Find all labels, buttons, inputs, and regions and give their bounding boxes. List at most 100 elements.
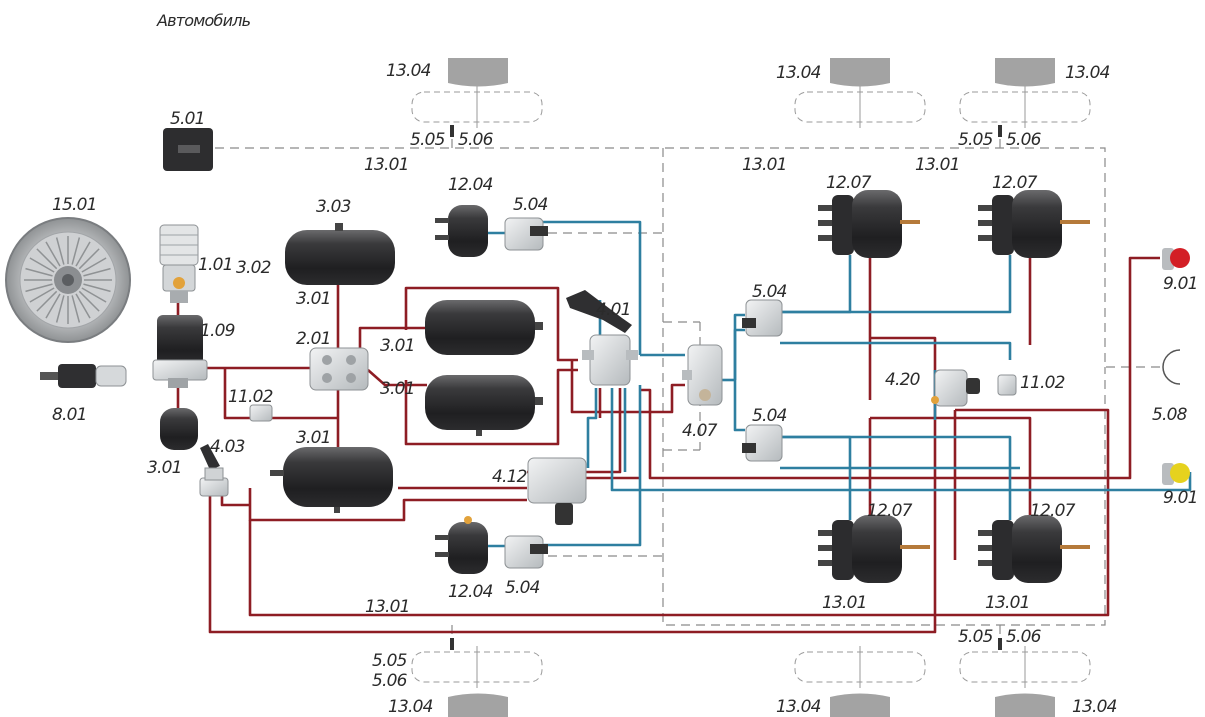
receiver-top — [285, 223, 395, 285]
trailer-socket — [1162, 349, 1181, 385]
diagram-title: Автомобиль — [156, 11, 251, 30]
modulator-front-bottom-label: 5.04 — [505, 578, 540, 598]
cable-center-top-label: 13.01 — [364, 155, 409, 175]
clutch-spoke — [45, 293, 61, 319]
pad-rear-bottom-right-label: 13.04 — [1072, 697, 1117, 717]
relief-left-label: 11.02 — [228, 387, 273, 407]
socket-label: 5.08 — [1152, 405, 1188, 425]
spring-chamber-rear-bottom-right — [978, 515, 1090, 583]
clutch-assembly — [5, 217, 131, 343]
relief-right-label: 11.02 — [1020, 373, 1065, 393]
clutch-spoke — [25, 267, 53, 277]
booster-label: 8.01 — [52, 405, 87, 425]
coupling-head-red — [1162, 248, 1190, 270]
brake-pad-front-top — [448, 58, 508, 87]
clutch-spoke — [75, 241, 91, 267]
compressor — [159, 224, 199, 303]
sensor-b-top-front-label: 5.06 — [458, 130, 494, 150]
cable-rear-bottom-right-label: 13.01 — [985, 593, 1030, 613]
sensor-a-bottom-front-label: 5.05 — [372, 651, 407, 671]
spring-chamber-4-label: 12.07 — [1030, 501, 1076, 521]
abs-modulator-rear-top — [742, 299, 783, 337]
spring-chamber-rear-bottom-left — [818, 515, 930, 583]
sensor-b-bottom-front-label: 5.06 — [372, 671, 408, 691]
brake-valve-label: 4.01 — [596, 300, 631, 320]
compressor-label: 1.01 — [198, 255, 233, 275]
modulator-front-top-label: 5.04 — [513, 195, 548, 215]
protection-valve-label: 2.01 — [296, 329, 331, 349]
pad-front-top-label: 13.04 — [386, 61, 431, 81]
brake-chamber-front-top — [435, 205, 488, 257]
ecu-module — [163, 128, 213, 171]
foot-brake-valve — [566, 290, 638, 386]
modulator-rear-bottom-label: 5.04 — [752, 406, 787, 426]
abs-modulator-front-bottom — [504, 535, 548, 569]
spring-chamber-1-label: 12.07 — [826, 173, 872, 193]
ecu-label: 5.01 — [170, 109, 205, 129]
spring-chamber-rear-top-right — [978, 190, 1090, 258]
clutch-spoke — [83, 283, 111, 293]
chamber-front-top-label: 12.04 — [448, 175, 493, 195]
spring-chamber-2-label: 12.07 — [992, 173, 1038, 193]
sensor-b-top-rear-label: 5.06 — [1006, 130, 1042, 150]
four-circuit-protection-valve — [309, 347, 369, 391]
clutch-spoke — [78, 290, 100, 312]
clutch-spoke — [83, 267, 111, 277]
sensor-a-top-front-label: 5.05 — [410, 130, 445, 150]
brake-pad-front-bottom — [448, 693, 508, 717]
clutch-spoke — [71, 295, 81, 323]
clutch-spoke — [71, 237, 81, 265]
cable-bottom-label: 13.01 — [365, 597, 410, 617]
hand-valve-label: 4.03 — [210, 437, 245, 457]
small-receiver — [160, 408, 198, 450]
sensor-b-bottom-rear-label: 5.06 — [1006, 627, 1042, 647]
clutch-spoke — [45, 241, 61, 267]
clutch-spoke — [29, 287, 55, 303]
relay-valve-label: 4.07 — [682, 421, 718, 441]
receiver-low — [270, 447, 393, 513]
coupling-yellow-label: 9.01 — [1163, 488, 1198, 508]
relay-valve — [682, 344, 723, 406]
clutch-spoke — [36, 290, 58, 312]
pad-rear-top-left-label: 13.04 — [776, 63, 821, 83]
clutch-spoke — [78, 248, 100, 270]
spring-chamber-rear-top-left — [818, 190, 920, 258]
pad-front-bottom-label: 13.04 — [388, 697, 433, 717]
sensor-a-top-rear-label: 5.05 — [958, 130, 993, 150]
small-tank-label: 3.01 — [147, 458, 182, 478]
tank-top-side-label: 3.02 — [236, 258, 271, 278]
sensor-a-bottom-rear-label: 5.05 — [958, 627, 993, 647]
dryer-label: 1.09 — [200, 321, 235, 341]
brake-pad-rear-top-left — [830, 58, 890, 87]
tank-top-code-label: 3.03 — [316, 197, 351, 217]
tank-mid-b-label: 3.01 — [380, 379, 415, 399]
clutch-spoke — [29, 257, 55, 273]
spring-chamber-3-label: 12.07 — [867, 501, 913, 521]
disc-axes — [476, 86, 1026, 688]
trailer-control-label: 4.20 — [885, 370, 920, 390]
cable-rear-top-right-label: 13.01 — [915, 155, 960, 175]
abs-modulator-rear-bottom — [742, 424, 783, 462]
relief-valve-left — [249, 404, 273, 422]
brake-pad-rear-top-right — [995, 58, 1055, 87]
clutch-spoke — [55, 237, 65, 265]
clutch-spoke — [25, 283, 53, 293]
cable-rear-top-left-label: 13.01 — [742, 155, 787, 175]
coupling-head-yellow — [1162, 463, 1190, 485]
relief-valve-right — [997, 374, 1017, 396]
trailer-protection-valve — [931, 369, 980, 407]
clutch-spoke — [81, 287, 107, 303]
pad-rear-bottom-left-label: 13.04 — [776, 697, 821, 717]
tank-top-under-label: 3.01 — [296, 289, 331, 309]
abs-modulator-front-top — [504, 217, 548, 251]
clutch-spoke — [55, 295, 65, 323]
brake-pad-rear-bottom-right — [995, 693, 1055, 717]
chamber-front-bottom-label: 12.04 — [448, 582, 493, 602]
brake-chamber-front-bottom — [435, 516, 488, 574]
air-dryer — [152, 315, 208, 388]
pad-rear-top-right-label: 13.04 — [1065, 63, 1110, 83]
wear-sensors — [450, 125, 1002, 650]
clutch-label: 15.01 — [52, 195, 97, 215]
hand-brake-valve — [199, 444, 229, 497]
